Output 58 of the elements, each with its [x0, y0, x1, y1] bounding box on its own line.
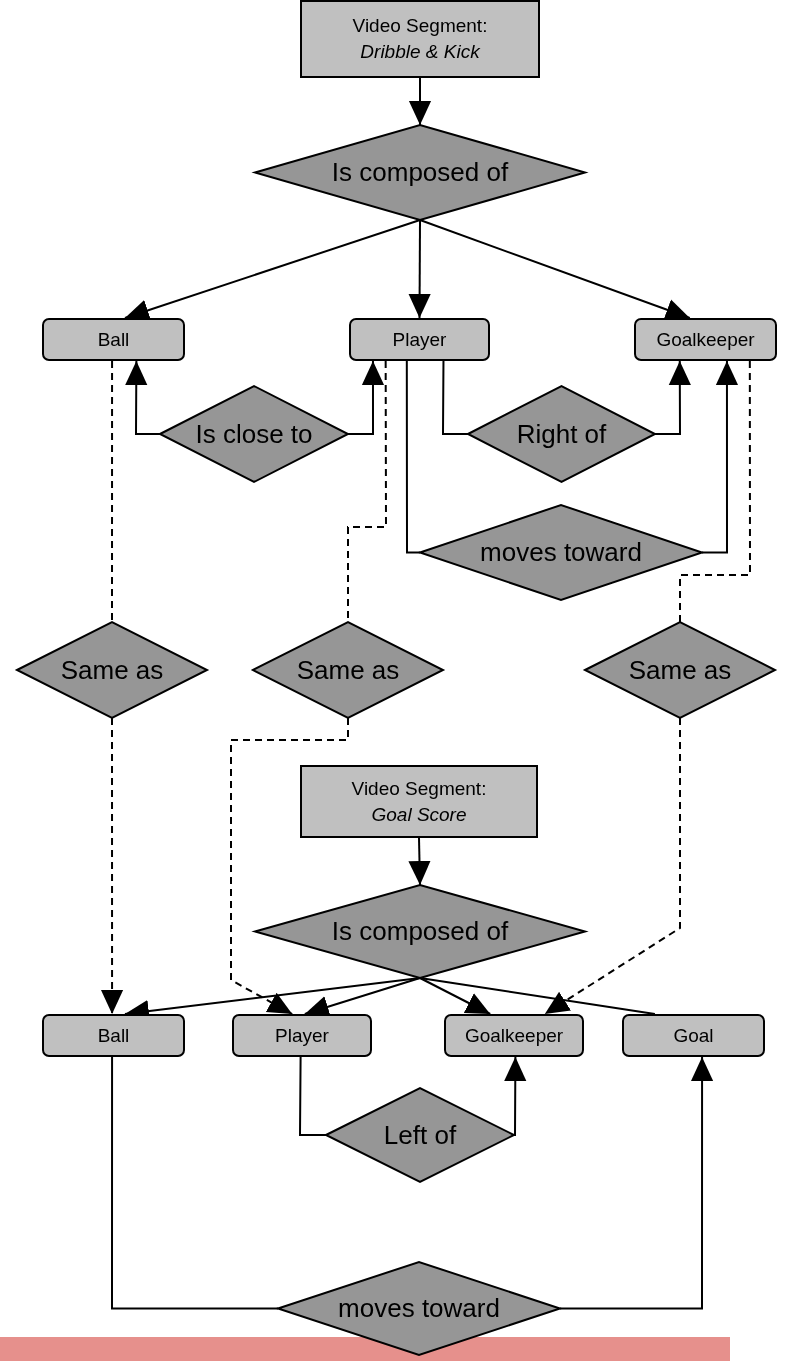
connector-line — [442, 360, 469, 435]
arrow — [408, 837, 431, 886]
arrow — [230, 717, 349, 1015]
entity-box — [634, 318, 777, 361]
connector-line — [679, 360, 751, 623]
segment-name: Goal Score — [371, 802, 467, 827]
connector-line — [111, 360, 114, 623]
arrow — [123, 219, 421, 321]
arrow — [654, 360, 691, 435]
arrow — [419, 219, 691, 321]
relation-diamond — [468, 386, 655, 482]
segment-heading: Video Segment: — [351, 776, 487, 801]
arrow — [408, 77, 432, 126]
entity-label: Player — [275, 1024, 329, 1047]
arrow — [701, 360, 739, 554]
connector-line — [111, 1056, 279, 1310]
entity-box — [42, 1014, 185, 1057]
relation-diamond — [278, 1262, 560, 1355]
entity-box — [232, 1014, 372, 1057]
relation-label: Same as — [60, 654, 164, 686]
relation-diamond — [326, 1088, 514, 1182]
relation-diamond — [585, 622, 775, 718]
connector-line — [299, 1056, 327, 1136]
segment-box — [300, 765, 538, 838]
entity-label: Ball — [97, 1024, 130, 1047]
arrow — [101, 717, 124, 1015]
connector-line — [419, 977, 656, 1015]
relation-label: Is close to — [195, 418, 313, 450]
entity-label: Ball — [97, 328, 130, 351]
arrow — [504, 1056, 527, 1136]
arrow — [543, 717, 681, 1015]
relation-label: Same as — [628, 654, 732, 686]
relation-label: Left of — [383, 1119, 457, 1151]
entity-box — [349, 318, 490, 361]
entity-label: Goal — [673, 1024, 714, 1047]
arrow — [125, 360, 161, 435]
segment-heading: Video Segment: — [352, 14, 488, 39]
arrow — [559, 1056, 714, 1310]
connector-line — [405, 360, 421, 554]
entity-label: Player — [392, 328, 447, 351]
relation-diamond — [160, 386, 348, 482]
relation-label: Right of — [516, 418, 607, 450]
arrow — [419, 977, 492, 1015]
entity-box — [622, 1014, 765, 1057]
relation-diamond — [420, 505, 702, 600]
relation-label: moves toward — [338, 1293, 500, 1324]
relation-diamond — [17, 622, 207, 718]
entity-box — [42, 318, 185, 361]
segment-box — [300, 0, 540, 78]
segment-name: Dribble & Kick — [360, 40, 480, 64]
arrow — [408, 219, 431, 319]
arrow — [347, 360, 385, 435]
relation-label: Same as — [296, 654, 400, 686]
relation-diamond — [253, 622, 443, 718]
entity-label: Goalkeeper — [656, 328, 755, 351]
relation-label: moves toward — [480, 537, 642, 568]
entity-label: Goalkeeper — [464, 1024, 564, 1047]
entity-box — [444, 1014, 584, 1057]
